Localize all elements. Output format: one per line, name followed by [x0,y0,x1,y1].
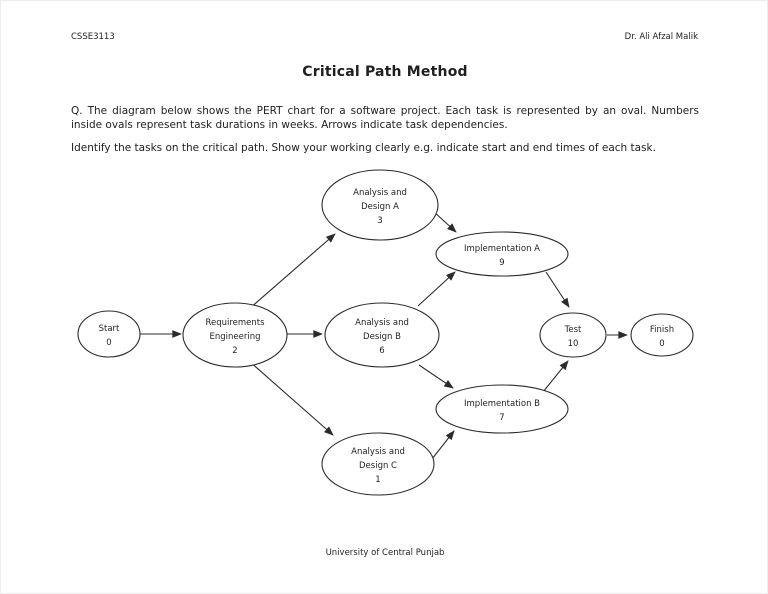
page-header: CSSE3113 Dr. Ali Afzal Malik [71,31,698,43]
node-implementation-a: Implementation A 9 [435,231,569,277]
node-analysis-design-a-label-line: Analysis and [353,188,407,198]
node-start-label-line: Start [99,324,120,334]
edge-analysis-design-a-to-implementation-a [432,210,457,233]
node-analysis-design-a-label-line: Design A [361,202,399,212]
node-implementation-a-label-line: Implementation A [464,244,540,254]
node-finish-duration: 0 [659,339,664,349]
node-analysis-design-c-ellipse [321,432,435,496]
question-text: Q. The diagram below shows the PERT char… [71,104,699,131]
edge-implementation-b-to-test [542,360,569,393]
node-finish-label-line: Finish [650,325,674,335]
node-test-duration: 10 [568,339,579,349]
author-name: Dr. Ali Afzal Malik [624,32,698,42]
node-analysis-design-b-label-line: Design B [363,332,401,342]
node-implementation-b: Implementation B 7 [435,384,569,434]
node-requirements-engineering-label-line: Engineering [210,332,261,342]
page-title: Critical Path Method [302,64,468,80]
edge-requirements-engineering-to-analysis-design-a [248,233,336,310]
node-implementation-a-duration: 9 [499,258,504,268]
edge-requirements-engineering-to-analysis-design-c [248,360,334,436]
node-analysis-design-c-label-line: Analysis and [351,447,405,457]
node-requirements-engineering-label-line: Requirements [205,318,265,328]
node-analysis-design-b-label-line: Analysis and [355,318,409,328]
node-test: Test 10 [539,312,607,358]
node-implementation-a-ellipse [435,231,569,277]
node-implementation-b-duration: 7 [499,413,504,423]
node-test-label-line: Test [564,325,582,335]
edge-analysis-design-b-to-implementation-a [417,271,456,307]
node-analysis-design-b-ellipse [324,302,440,368]
node-implementation-b-label-line: Implementation B [464,399,540,409]
node-start: Start 0 [77,310,141,358]
node-finish: Finish 0 [630,313,694,357]
node-requirements-engineering-duration: 2 [232,346,237,356]
node-start-duration: 0 [106,338,111,348]
node-implementation-b-ellipse [435,384,569,434]
node-requirements-engineering-ellipse [182,302,288,368]
node-analysis-design-c-duration: 1 [375,475,380,485]
course-code: CSSE3113 [71,32,115,42]
edge-implementation-a-to-test [545,271,570,308]
node-start-ellipse [77,310,141,358]
node-analysis-design-a-ellipse [321,169,439,241]
node-finish-ellipse [630,313,694,357]
node-analysis-design-b-duration: 6 [379,346,384,356]
instruction-text: Identify the tasks on the critical path.… [71,141,656,154]
edge-analysis-design-b-to-implementation-b [418,364,454,389]
node-analysis-design-c-label-line: Design C [359,461,397,471]
edge-analysis-design-c-to-implementation-b [431,430,455,460]
footer-text: University of Central Punjab [325,548,445,558]
dependency-arrows [140,210,628,460]
node-analysis-design-a-duration: 3 [377,216,382,226]
node-test-ellipse [539,312,607,358]
